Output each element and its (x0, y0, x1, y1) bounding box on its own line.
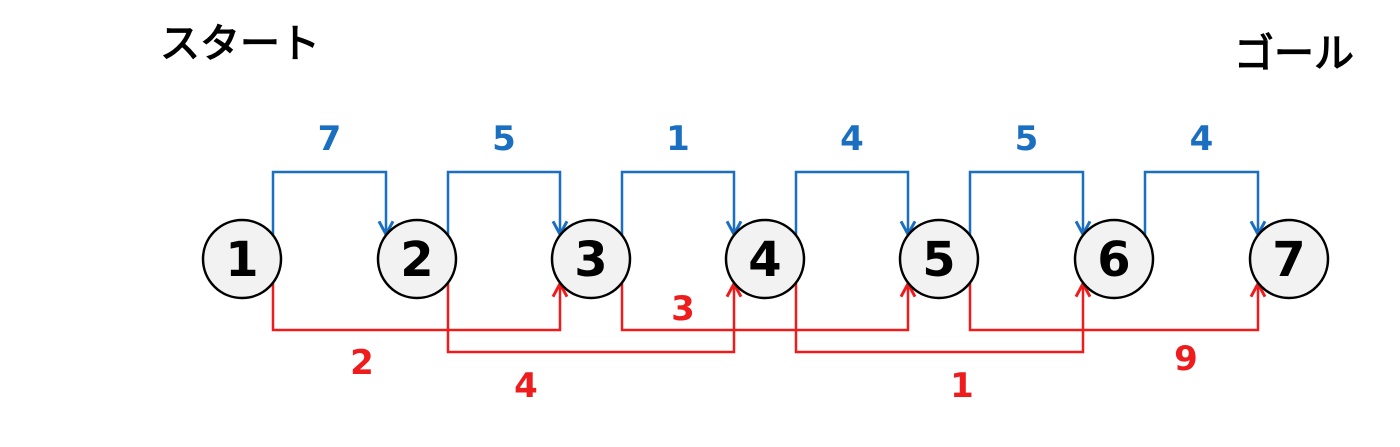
forward-edge-3-4 (620, 170, 736, 236)
node-4-circle (724, 218, 806, 300)
node-7-circle (1248, 218, 1330, 300)
node-4-label: 4 (748, 232, 781, 288)
node-7-label: 7 (1272, 232, 1305, 288)
skip-edge-2-4 (446, 282, 736, 354)
skip-edge-4-6 (794, 282, 1085, 354)
skip-edge-3-5 (620, 282, 910, 332)
node-6-circle (1073, 218, 1155, 300)
skip-weight-5-7: 9 (1174, 339, 1198, 379)
node-1-label: 1 (225, 232, 258, 288)
goal-label: ゴール (1234, 31, 1354, 77)
forward-weight-6-7: 4 (1190, 119, 1214, 159)
forward-edge-6-7 (1143, 170, 1260, 236)
node-3-label: 3 (574, 232, 607, 288)
start-label: スタート (160, 21, 320, 67)
skip-weight-3-5: 3 (671, 289, 695, 329)
forward-weight-3-4: 1 (666, 119, 690, 159)
forward-edge-4-5 (794, 170, 910, 236)
forward-weight-2-3: 5 (492, 119, 516, 159)
forward-weight-5-6: 5 (1015, 119, 1039, 159)
skip-weight-4-6: 1 (950, 366, 974, 406)
node-5-label: 5 (922, 232, 955, 288)
forward-edge-5-6 (968, 170, 1085, 236)
node-2-circle (376, 218, 458, 300)
forward-edge-1-2 (271, 170, 388, 236)
skip-edge-1-3 (271, 282, 562, 332)
node-5-circle (898, 218, 980, 300)
node-1-circle (201, 218, 283, 300)
skip-weight-2-4: 4 (514, 366, 538, 406)
skip-weight-1-3: 2 (350, 343, 374, 383)
node-6-label: 6 (1097, 232, 1130, 288)
forward-weight-4-5: 4 (840, 119, 864, 159)
forward-edge-2-3 (446, 170, 562, 236)
node-2-label: 2 (400, 232, 433, 288)
skip-edge-5-7 (968, 282, 1260, 332)
forward-weight-1-2: 7 (318, 119, 342, 159)
node-3-circle (550, 218, 632, 300)
